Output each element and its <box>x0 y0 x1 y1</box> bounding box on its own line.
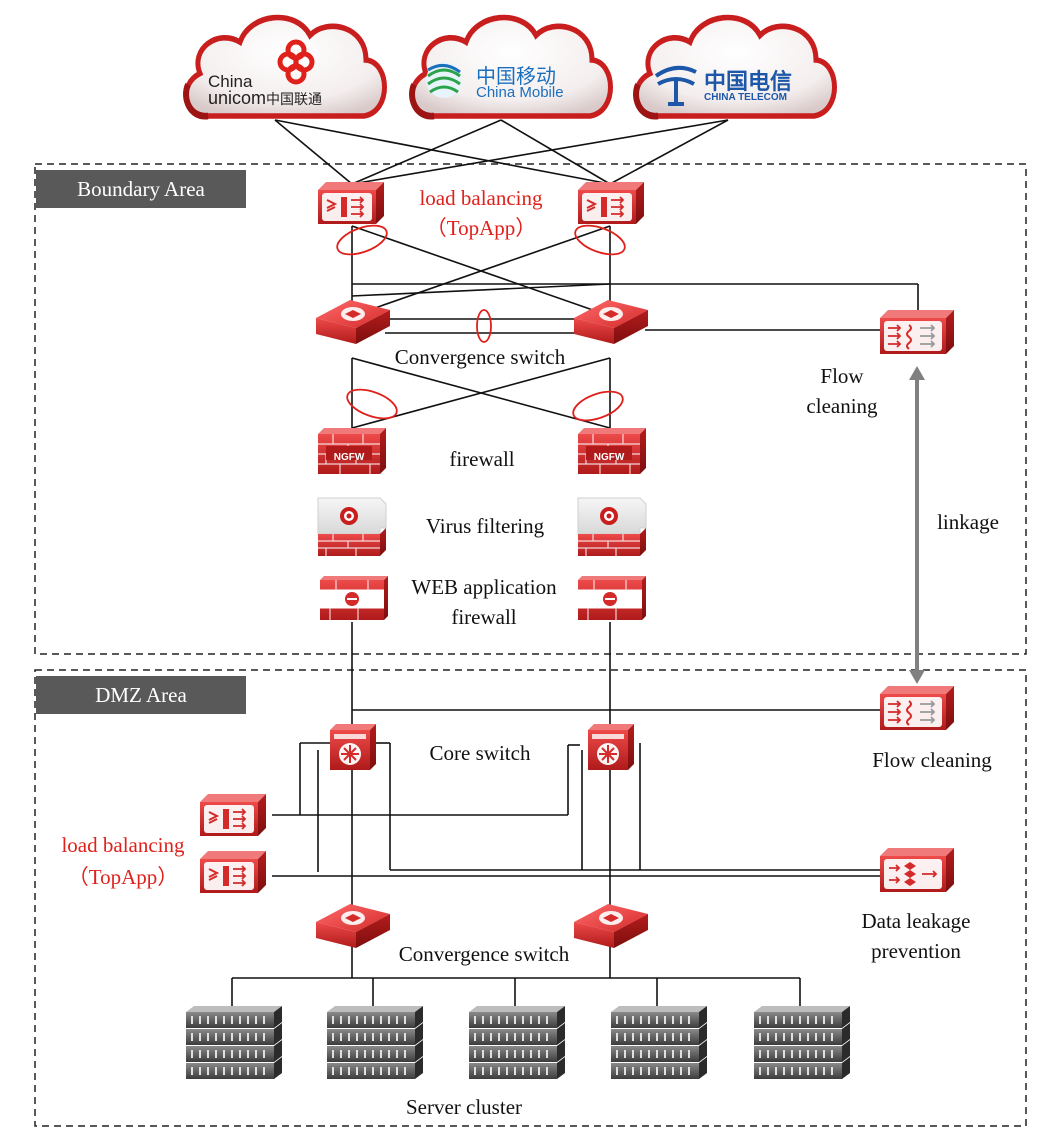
data-leakage-label-1: Data leakage <box>861 909 971 933</box>
data-leakage-prevention-icon <box>879 847 955 893</box>
virus-filtering-label: Virus filtering <box>425 514 545 538</box>
carrier-links <box>231 119 919 1006</box>
china-unicom-logo-icon <box>277 39 315 85</box>
load-balancing-top-label: load balancing <box>419 186 543 210</box>
boundary-area-box <box>34 163 1027 655</box>
china-mobile-cn: 中国移动 <box>476 66 556 88</box>
load-balancer-dmz-1-icon <box>199 793 267 837</box>
convergence-switch-bottom-label: Convergence switch <box>398 942 570 966</box>
china-unicom-cn: 中国联通 <box>266 91 323 107</box>
topapp-dmz-label: （TopApp） <box>67 865 179 889</box>
firewall-label: firewall <box>449 447 515 471</box>
load-balancer-top-right-icon <box>577 181 645 225</box>
core-switch-right-icon <box>587 723 635 771</box>
china-telecom-en: CHINA TELECOM <box>704 92 787 103</box>
topapp-top-label: （TopApp） <box>425 216 537 240</box>
linkage-label: linkage <box>937 510 999 534</box>
flow-cleaning-top-label-1: Flow <box>820 364 864 388</box>
china-unicom-en: unicom <box>208 88 267 108</box>
link-aggregation-marks <box>336 224 626 422</box>
load-balancer-dmz-2-icon <box>199 850 267 894</box>
data-leakage-label-2: prevention <box>871 939 961 963</box>
firewall-left-icon <box>317 427 387 475</box>
china-mobile-logo-icon <box>426 62 462 98</box>
boundary-area-tag: Boundary Area <box>36 170 246 208</box>
load-balancing-dmz-label: load balancing <box>61 833 185 857</box>
server-3-icon <box>468 1005 566 1080</box>
flow-cleaning-top-label-2: cleaning <box>806 394 878 418</box>
virus-filtering-left-icon <box>317 497 387 557</box>
core-switch-left-icon <box>329 723 377 771</box>
load-balancer-top-left-icon <box>317 181 385 225</box>
convergence-switch-top-label: Convergence switch <box>394 345 566 369</box>
china-unicom-line2: unicom中国联通 <box>208 88 322 109</box>
china-telecom-cn: 中国电信 <box>704 69 793 94</box>
china-unicom-line1: China <box>208 72 253 91</box>
china-telecom-logo-icon <box>654 65 697 106</box>
server-1-icon <box>185 1005 283 1080</box>
server-2-icon <box>326 1005 424 1080</box>
ngfw-label-left: NGFW <box>334 452 365 463</box>
firewall-right-icon <box>577 427 647 475</box>
waf-left-icon <box>319 575 389 621</box>
waf-label-1: WEB application <box>411 575 557 599</box>
core-switch-label: Core switch <box>429 741 531 765</box>
server-5-icon <box>753 1005 851 1080</box>
dmz-area-box <box>34 669 1027 1127</box>
waf-right-icon <box>577 575 647 621</box>
flow-cleaning-dmz-icon <box>879 685 955 731</box>
flow-cleaning-top-icon <box>879 309 955 355</box>
china-mobile-en: China Mobile <box>476 84 564 101</box>
virus-filtering-right-icon <box>577 497 647 557</box>
ngfw-label-right: NGFW <box>594 452 625 463</box>
waf-label-2: firewall <box>451 605 517 629</box>
server-cluster-label: Server cluster <box>405 1095 523 1119</box>
server-4-icon <box>610 1005 708 1080</box>
dmz-area-tag: DMZ Area <box>36 676 246 714</box>
linkage-arrow <box>909 366 925 684</box>
flow-cleaning-dmz-label: Flow cleaning <box>872 748 992 772</box>
